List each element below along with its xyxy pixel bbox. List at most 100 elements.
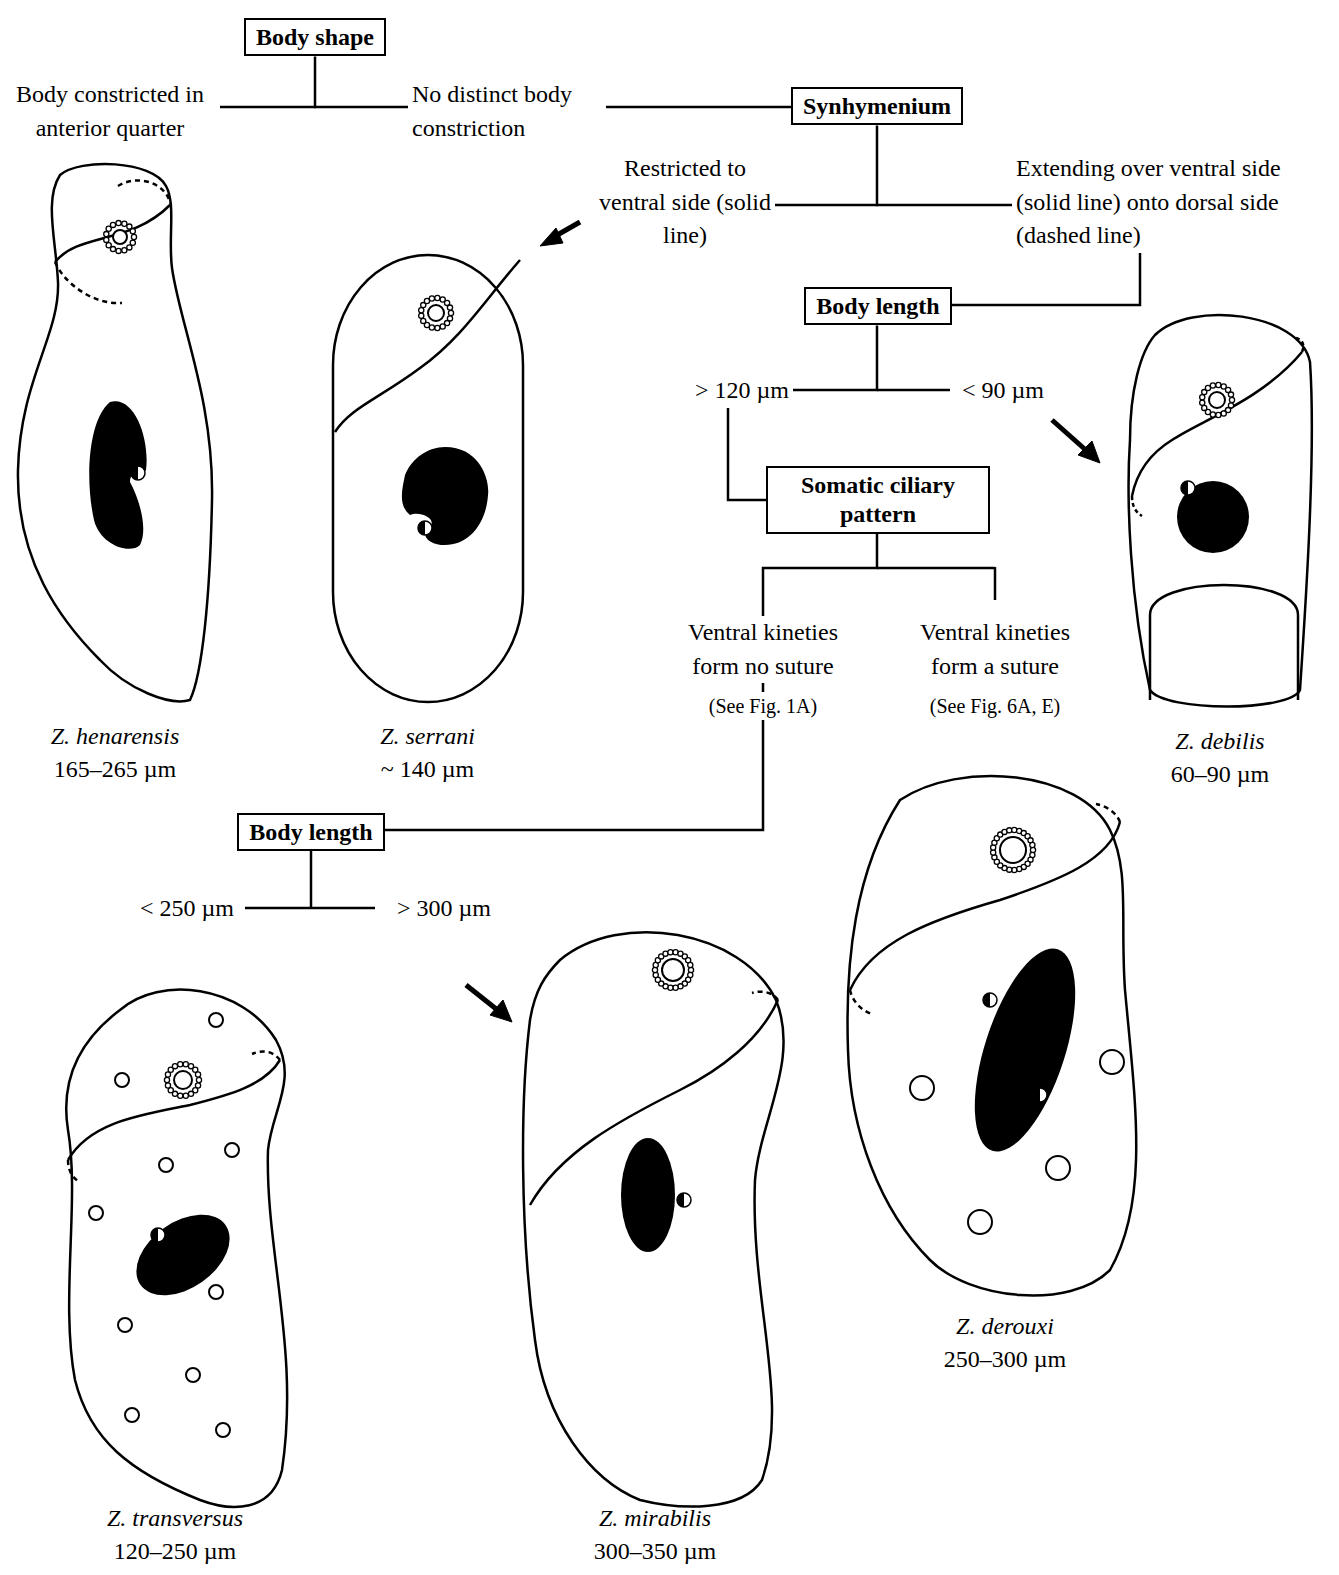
membranelle-dot (104, 237, 109, 242)
oral-apparatus (104, 220, 1235, 1098)
macronuclei (89, 401, 1249, 1312)
key-option: Extending over ventral side (solid line)… (1012, 152, 1315, 253)
membranelle-dot (1221, 411, 1226, 416)
oral-ring (1000, 837, 1026, 863)
membranelle-dot (652, 967, 657, 972)
membranelle-dot (188, 1091, 193, 1096)
micronucleus (418, 521, 432, 535)
membranelle-dot (127, 245, 132, 250)
key-option: No distinct body constriction (408, 78, 606, 145)
membranelle-dot (110, 222, 115, 227)
membranelle-dot (440, 324, 445, 329)
key-option: (See Fig. 1A) (705, 692, 821, 720)
micronucleus-half (677, 1193, 684, 1207)
micronucleus (151, 1228, 165, 1242)
membranelle-dot (1030, 842, 1035, 847)
micronuclei (131, 466, 1195, 1242)
species-figure: Z. transversus120–250 µm (45, 975, 305, 1567)
key-box: Somatic ciliary pattern (766, 466, 990, 534)
key-heading: Body length (816, 292, 939, 321)
membranelle-dot (435, 295, 440, 300)
oral-ring (1209, 392, 1225, 408)
membranelle-dot (195, 1072, 200, 1077)
membranelle-dot (183, 1093, 188, 1098)
body-length: ~ 140 µm (381, 753, 474, 785)
membranelle-dot (1216, 382, 1221, 387)
species-name: Z. henarensis (51, 720, 179, 752)
micronucleus (1033, 1088, 1047, 1102)
membranelle-dot (1210, 383, 1215, 388)
membranelle-dot (127, 224, 132, 229)
membranelle-dot (1200, 395, 1205, 400)
key-lines (220, 107, 995, 908)
membranelle-dot (1200, 400, 1205, 405)
membranelle-dot (122, 248, 127, 253)
membranelle-dot (110, 247, 115, 252)
species-name: Z. debilis (1175, 725, 1264, 757)
membranelle-dot (178, 1062, 183, 1067)
body-length: 165–265 µm (54, 753, 177, 785)
key-option: > 120 µm (691, 374, 793, 408)
key-option: Ventral kineties form no suture (664, 616, 862, 683)
membranelle-dot (178, 1093, 183, 1098)
membranelle-dot (448, 310, 453, 315)
membranelle-dot (429, 296, 434, 301)
key-option: (See Fig. 6A, E) (930, 692, 1061, 720)
micronucleus-half (131, 466, 138, 480)
membranelle-dot (183, 1062, 188, 1067)
membranelle-dot (421, 318, 426, 323)
oral-ring (174, 1071, 192, 1089)
pointer-arrows (466, 222, 1100, 1022)
membranelle-dot (688, 962, 693, 967)
key-box: Body length (804, 287, 951, 326)
key-box: Body length (237, 813, 384, 852)
key-box: Synhymenium (791, 87, 963, 126)
key-heading: Body length (249, 818, 372, 847)
species-figure: Z. debilis60–90 µm (1115, 315, 1325, 790)
key-connector (385, 534, 877, 830)
species-figure: Z. derouxi250–300 µm (840, 770, 1170, 1375)
vacuoles (89, 1013, 1124, 1437)
species-figure: Z. mirabilis300–350 µm (515, 925, 795, 1567)
membranelle-dot (164, 1077, 169, 1082)
micronucleus (983, 993, 997, 1007)
key-heading: Somatic ciliary pattern (778, 471, 978, 529)
micronucleus (1181, 481, 1195, 495)
membranelle-dot (131, 234, 136, 239)
micronucleus-half (983, 993, 990, 1007)
key-option: < 250 µm (140, 892, 234, 926)
key-heading: Body shape (256, 23, 374, 52)
membranelle-dot (122, 221, 127, 226)
species-name: Z. derouxi (956, 1310, 1054, 1342)
key-option: < 90 µm (962, 374, 1044, 408)
membranelle-dot (172, 1064, 177, 1069)
cell-outlines (18, 164, 1312, 1507)
species-figure: Z. henarensis165–265 µm (10, 160, 220, 785)
membranelle-dot (1216, 412, 1221, 417)
membranelle-dot (165, 1083, 170, 1088)
key-option: Body constricted in anterior quarter (3, 78, 218, 145)
oral-ring (113, 230, 127, 244)
membranelle-dot (673, 985, 678, 990)
key-option: Restricted to ventral side (solid line) (598, 152, 773, 253)
membranelle-dot (130, 240, 135, 245)
body-length: 250–300 µm (944, 1343, 1067, 1375)
membranelle-dot (196, 1077, 201, 1082)
membranelle-dot (419, 313, 424, 318)
micronucleus-half (1033, 1088, 1040, 1102)
membranelle-dot (688, 967, 693, 972)
oral-ring (662, 959, 684, 981)
membranelle-dot (1229, 397, 1234, 402)
species-figure: Z. serrani~ 140 µm (320, 250, 535, 785)
oral-ring (428, 305, 444, 321)
membranelle-dot (1228, 392, 1233, 397)
micronucleus (677, 1193, 691, 1207)
membranelle-dot (653, 972, 658, 977)
species-name: Z. transversus (107, 1502, 243, 1534)
micronucleus-half (1181, 481, 1188, 495)
key-heading: Synhymenium (803, 92, 951, 121)
membranelle-dot (1202, 405, 1207, 410)
micronucleus-half (151, 1228, 158, 1242)
body-length: 120–250 µm (114, 1535, 237, 1567)
species-name: Z. mirabilis (599, 1502, 711, 1534)
